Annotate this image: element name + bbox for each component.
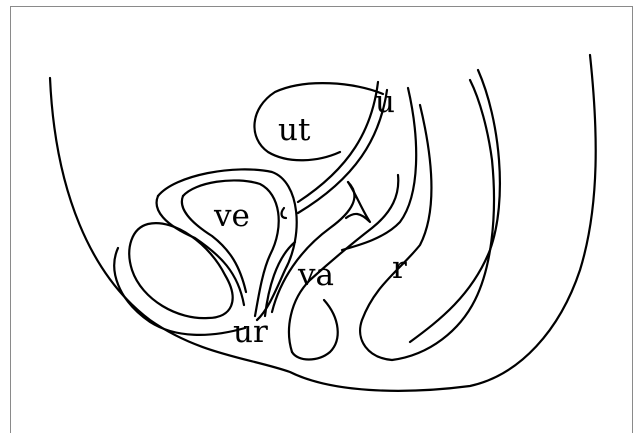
label-ve: ve	[213, 198, 250, 234]
outer-body-contour	[50, 55, 596, 391]
label-ut: ut	[278, 112, 311, 148]
pelvic-floor-curve	[114, 248, 245, 335]
rectum-outer-curve	[410, 70, 500, 342]
vaginal-lower-loop	[292, 300, 338, 360]
label-ur: ur	[233, 314, 268, 350]
label-va: va	[297, 257, 334, 293]
pubic-bone	[129, 223, 232, 318]
label-u: u	[375, 84, 395, 120]
vaginal-fornix-notch	[346, 182, 370, 222]
uterus-outline	[254, 83, 383, 160]
bladder-notch	[282, 208, 286, 218]
label-r: r	[392, 250, 407, 286]
